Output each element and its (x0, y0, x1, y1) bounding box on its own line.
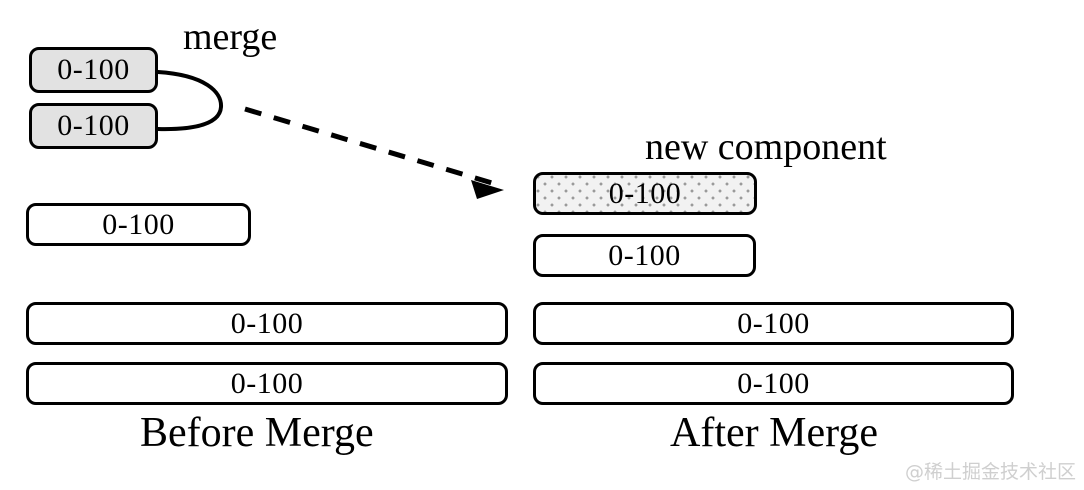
before-node-wide-1: 0-100 (26, 302, 508, 345)
after-merge-caption: After Merge (670, 410, 878, 456)
node-label: 0-100 (737, 306, 810, 340)
merge-bracket-curve (156, 70, 223, 132)
node-label: 0-100 (57, 109, 130, 142)
node-label: 0-100 (737, 366, 810, 400)
transition-arrow-line (244, 106, 493, 186)
after-node-second: 0-100 (533, 234, 756, 277)
transition-arrow-head (471, 180, 504, 199)
before-node-mid: 0-100 (26, 203, 251, 246)
node-label: 0-100 (57, 53, 130, 86)
node-label: 0-100 (230, 366, 304, 400)
node-label: 0-100 (608, 238, 681, 272)
after-node-new-component: 0-100 (533, 172, 757, 215)
before-merge-caption: Before Merge (140, 410, 374, 456)
watermark-text: @稀土掘金技术社区 (904, 461, 1076, 483)
node-label: 0-100 (230, 306, 304, 340)
before-node-top-2: 0-100 (29, 103, 158, 149)
new-component-label: new component (645, 126, 887, 168)
before-node-top-1: 0-100 (29, 47, 158, 93)
before-node-wide-2: 0-100 (26, 362, 508, 405)
merge-label: merge (183, 16, 278, 58)
node-label: 0-100 (102, 207, 175, 241)
after-node-wide-1: 0-100 (533, 302, 1014, 345)
node-label: 0-100 (608, 176, 682, 210)
after-node-wide-2: 0-100 (533, 362, 1014, 405)
